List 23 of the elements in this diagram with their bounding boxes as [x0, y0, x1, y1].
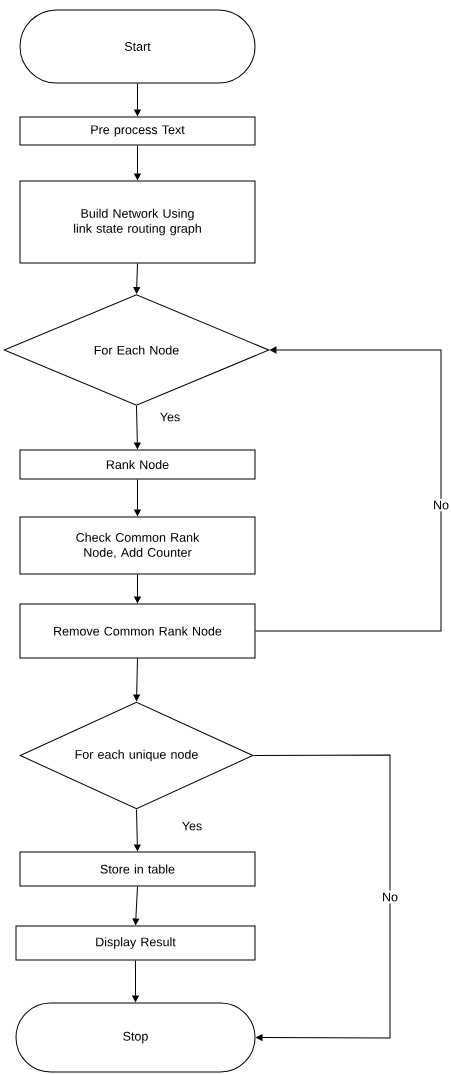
- process-box: Display Result: [15, 925, 256, 961]
- edge-label: No: [431, 498, 451, 512]
- edge-label: Yes: [160, 412, 180, 422]
- arrow: [132, 960, 139, 1002]
- process-box: Pre process Text: [19, 116, 256, 146]
- process-box: Rank Node: [19, 449, 256, 480]
- arrow: [133, 658, 140, 701]
- arrow: [255, 346, 442, 632]
- arrow: [134, 145, 141, 180]
- arrow: [253, 754, 391, 1041]
- process-box: Remove Common Rank Node: [19, 603, 256, 659]
- arrow: [134, 574, 141, 603]
- process-box: Store in table: [19, 851, 256, 887]
- process-box: Build Network Using link state routing graph: [19, 180, 256, 264]
- arrow: [134, 809, 141, 851]
- arrow: [133, 263, 140, 294]
- edge-label: No: [380, 890, 400, 904]
- arrow: [134, 83, 141, 116]
- arrow: [134, 405, 141, 449]
- arrow: [134, 479, 141, 516]
- arrow: [132, 886, 140, 925]
- process-box: Check Common Rank Node, Add Counter: [19, 516, 256, 575]
- edge-label: Yes: [182, 821, 202, 831]
